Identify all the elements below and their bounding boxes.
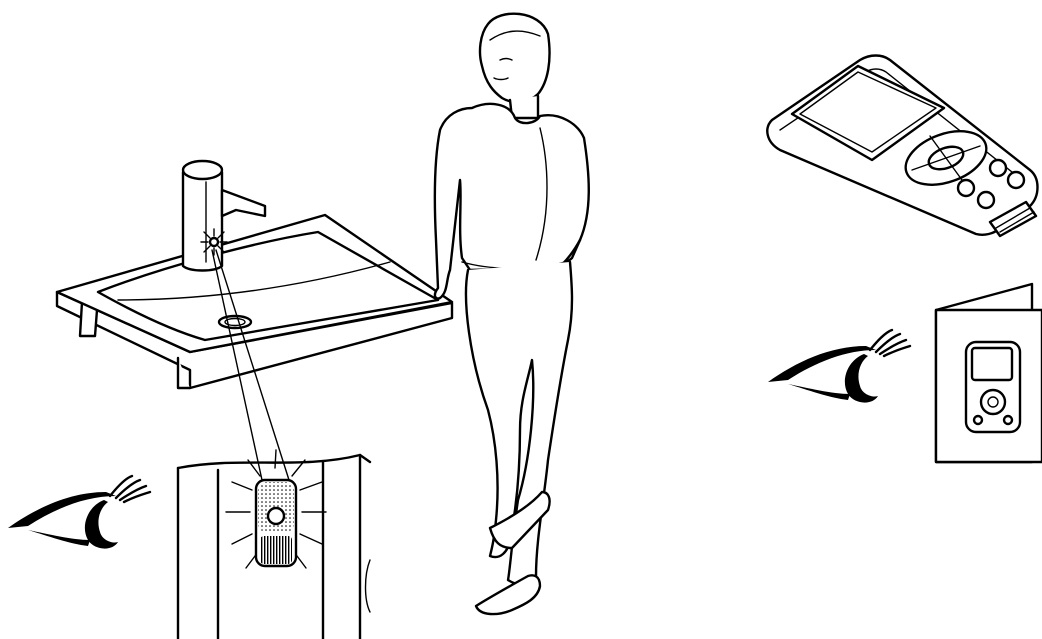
person-figure	[435, 14, 589, 614]
remote-control-device-icon	[767, 56, 1037, 237]
eye-icon	[8, 476, 150, 549]
eye-icon	[768, 330, 910, 403]
washbasin	[57, 161, 452, 388]
led-indicator-icon	[226, 450, 326, 568]
manual-booklet-icon	[936, 284, 1042, 462]
sensor-flash-icon	[201, 229, 227, 255]
